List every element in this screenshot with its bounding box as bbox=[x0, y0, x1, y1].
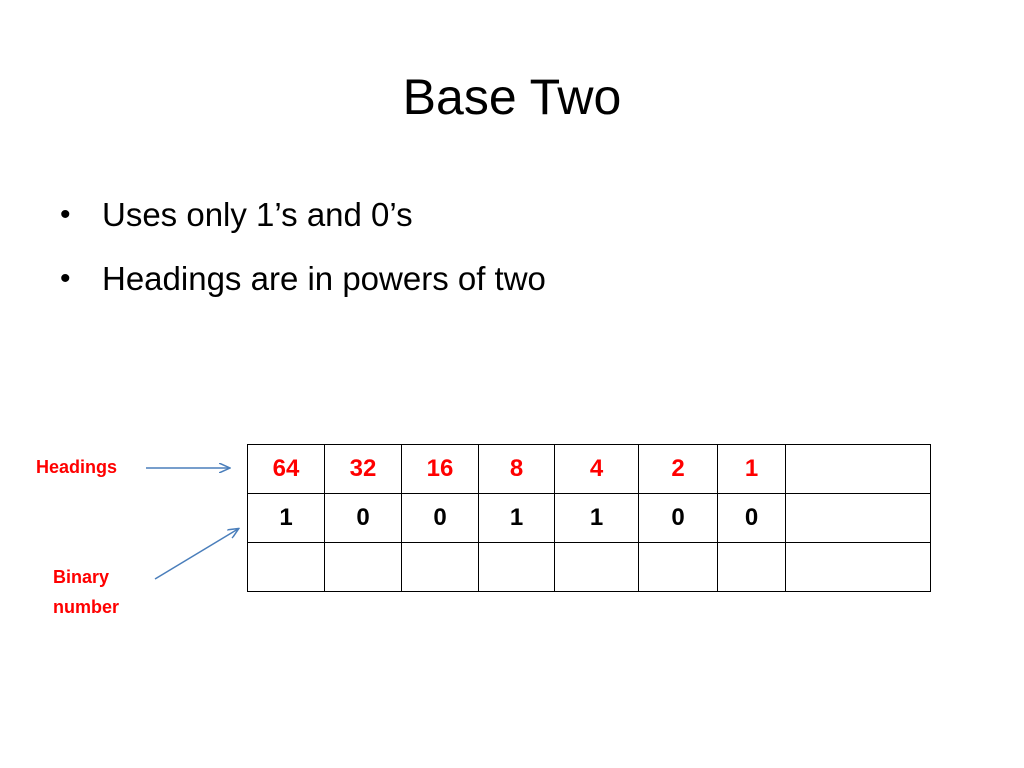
heading-cell: 1 bbox=[717, 444, 786, 494]
bullet-item: • Headings are in powers of two bbox=[58, 254, 546, 304]
empty-row bbox=[247, 542, 931, 592]
binary-cell: 0 bbox=[717, 493, 786, 543]
binary-cell: 1 bbox=[478, 493, 555, 543]
bullet-dot-icon: • bbox=[60, 198, 71, 231]
bullet-text: Headings are in powers of two bbox=[102, 260, 546, 297]
headings-row: 64 32 16 8 4 2 1 bbox=[247, 444, 931, 494]
binary-cell: 0 bbox=[401, 493, 479, 543]
empty-cell bbox=[478, 542, 555, 592]
heading-cell: 2 bbox=[638, 444, 718, 494]
slide-title: Base Two bbox=[402, 69, 622, 125]
empty-cell bbox=[554, 542, 639, 592]
binary-cell: 1 bbox=[247, 493, 325, 543]
empty-cell bbox=[638, 542, 718, 592]
headings-label: Headings bbox=[36, 457, 118, 477]
binary-cell bbox=[785, 493, 931, 543]
binary-cell: 0 bbox=[324, 493, 402, 543]
bullet-list: • Uses only 1’s and 0’s • Headings are i… bbox=[58, 190, 546, 318]
binary-number-arrow-icon bbox=[154, 529, 238, 580]
heading-cell: 4 bbox=[554, 444, 639, 494]
empty-cell bbox=[324, 542, 402, 592]
binary-cell: 0 bbox=[638, 493, 718, 543]
binary-table: 64 32 16 8 4 2 1 1 0 0 1 1 0 0 bbox=[247, 444, 931, 592]
heading-cell: 16 bbox=[401, 444, 479, 494]
bullet-item: • Uses only 1’s and 0’s bbox=[58, 190, 546, 240]
heading-cell bbox=[785, 444, 931, 494]
binary-number-label: Binary number bbox=[53, 567, 120, 617]
heading-cell: 32 bbox=[324, 444, 402, 494]
empty-cell bbox=[401, 542, 479, 592]
heading-cell: 64 bbox=[247, 444, 325, 494]
heading-cell: 8 bbox=[478, 444, 555, 494]
empty-cell bbox=[717, 542, 786, 592]
empty-cell bbox=[785, 542, 931, 592]
bullet-dot-icon: • bbox=[60, 262, 71, 295]
binary-row: 1 0 0 1 1 0 0 bbox=[247, 493, 931, 543]
bullet-text: Uses only 1’s and 0’s bbox=[102, 196, 413, 233]
binary-cell: 1 bbox=[554, 493, 639, 543]
empty-cell bbox=[247, 542, 325, 592]
